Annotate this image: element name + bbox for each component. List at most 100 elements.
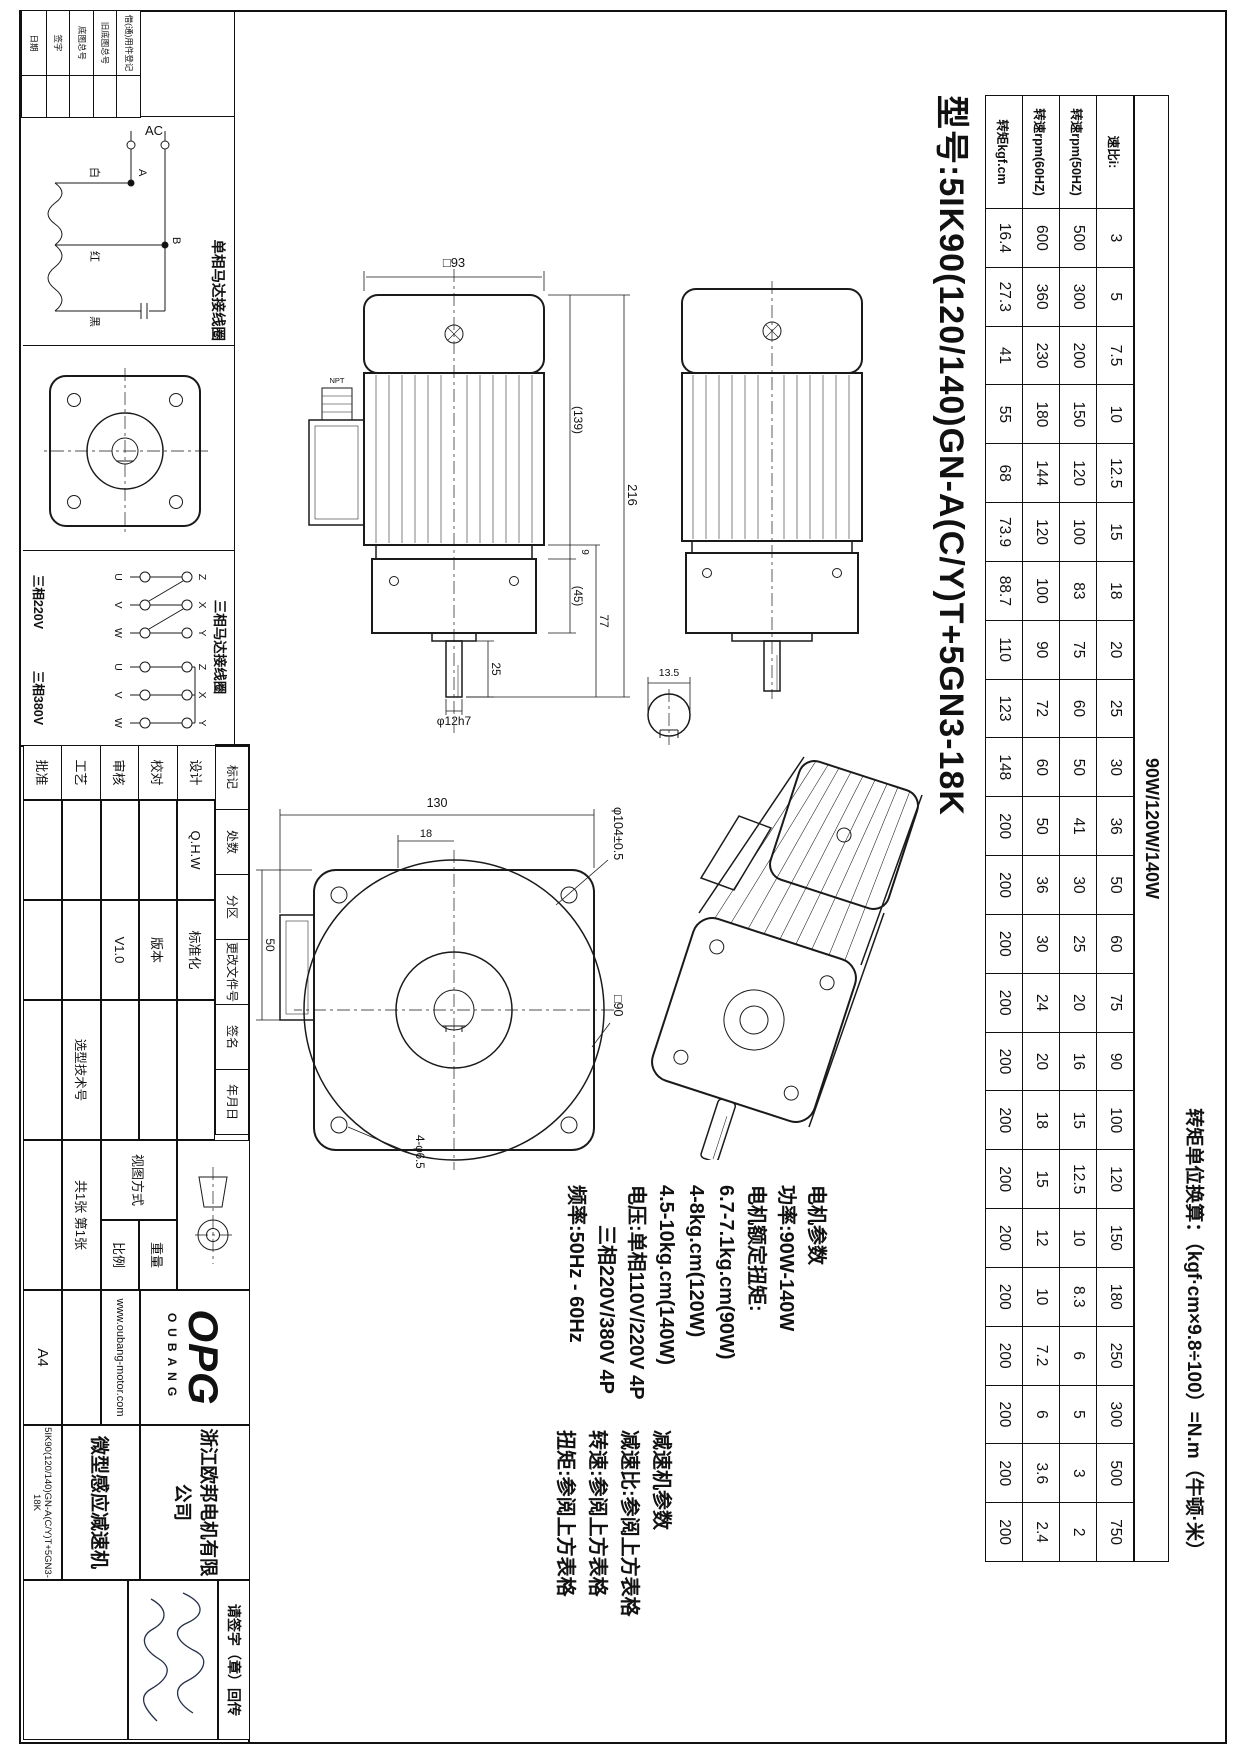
cooling-fins xyxy=(692,375,850,539)
three-phase-diagram: Z X Y U V W Z X Y U V W xyxy=(112,571,208,729)
spec-value-cell: 180 xyxy=(1097,1267,1134,1327)
spec-value-cell: 24 xyxy=(1023,973,1060,1033)
margin-row-value xyxy=(92,76,117,117)
spec-value-cell: 36 xyxy=(1097,797,1134,857)
projection-symbol-cell xyxy=(177,1140,250,1290)
band-divider xyxy=(23,550,235,551)
spec-value-cell: 10 xyxy=(1097,385,1134,445)
spec-value-cell: 200 xyxy=(986,856,1023,915)
param-line: 减速比:参阅上方表格 xyxy=(618,1430,640,1617)
output-shaft xyxy=(445,640,463,698)
revision-header-cell: 处数 xyxy=(215,809,250,875)
terminal-a-label: A xyxy=(136,169,148,177)
svg-text:W: W xyxy=(112,718,124,728)
spec-value-cell: 200 xyxy=(986,1444,1023,1504)
ac-source-label: AC xyxy=(145,125,163,138)
spec-value-cell: 750 xyxy=(1097,1503,1134,1562)
dim-gap: 9 xyxy=(579,549,590,555)
spec-value-cell: 27.3 xyxy=(986,267,1023,327)
scale-cell: 比例 xyxy=(101,1220,139,1290)
first-angle-projection-icon xyxy=(194,1166,233,1264)
svg-text:U: U xyxy=(112,573,124,581)
margin-row: 底图总号 xyxy=(69,11,93,117)
margin-row: 签字 xyxy=(45,11,70,117)
dim-gear-len: (45) xyxy=(571,586,583,607)
weight-cell: 重量 xyxy=(139,1220,177,1290)
param-line: 电机额定扭矩: xyxy=(745,1185,767,1312)
margin-row: 借(通)用件登记 xyxy=(116,11,140,117)
empty-cell xyxy=(62,900,101,1000)
winding-coil xyxy=(47,244,63,312)
param-line: 频率:50Hz - 60Hz xyxy=(565,1185,587,1343)
spec-row-label: 转矩kgf.cm xyxy=(986,96,1023,209)
shaft-bore xyxy=(111,437,139,465)
view-side xyxy=(681,281,863,699)
company-logo: OPG OUBANG xyxy=(140,1290,250,1425)
cooling-fins xyxy=(714,760,911,961)
spec-value-cell: 150 xyxy=(1060,385,1097,445)
dim-holes: 4-φ6.5 xyxy=(413,1135,425,1169)
pilot-circle xyxy=(303,859,605,1161)
revision-header-cell: 分区 xyxy=(215,874,250,940)
sheet-count-cell: 共1张 第1张 xyxy=(62,1140,101,1290)
spec-value-cell: 15 xyxy=(1023,1150,1060,1210)
dim-total: 216 xyxy=(625,484,640,506)
spec-row-label: 转速rpm(50HZ) xyxy=(1060,96,1097,209)
spec-value-cell: 18 xyxy=(1023,1091,1060,1151)
param-line: 电机参数 xyxy=(805,1185,827,1265)
spec-value-cell: 3.6 xyxy=(1023,1444,1060,1504)
label-380v: 三相380V xyxy=(31,670,45,726)
dim-pilot: φ104±0.5 xyxy=(611,807,625,860)
dimension-labels: 130 18 50 φ104±0.5 □90 4-φ6.5 xyxy=(263,796,625,1169)
param-line: 4.5-10kg.cm(140W) xyxy=(655,1185,677,1366)
logo-subtext: OUBANG xyxy=(165,1312,179,1403)
spec-value-cell: 50 xyxy=(1060,738,1097,798)
dim-shaft-len: 25 xyxy=(489,662,503,676)
margin-row-label: 借(通)用件登记 xyxy=(116,11,140,76)
spec-value-cell: 300 xyxy=(1060,267,1097,327)
revision-header-cell: 标记 xyxy=(215,744,250,810)
circuit-lines xyxy=(47,131,170,319)
designer-cell: Q.H.W xyxy=(177,800,215,900)
group-380v xyxy=(130,661,196,729)
dim-key-offset: 18 xyxy=(420,828,432,840)
terminal-box xyxy=(699,815,773,891)
spec-value-cell: 72 xyxy=(1023,679,1060,739)
version-label-cell: 版本 xyxy=(139,900,177,1000)
dimension-lines xyxy=(256,809,611,1154)
empty-cell xyxy=(23,1000,62,1140)
group-220v xyxy=(130,571,193,639)
spec-value-cell: 200 xyxy=(986,1032,1023,1092)
empty-cell xyxy=(62,1290,101,1425)
spec-value-cell: 10 xyxy=(1060,1209,1097,1268)
empty-cell xyxy=(101,800,139,900)
role-cell: 批准 xyxy=(22,745,63,800)
spec-value-cell: 200 xyxy=(986,1385,1023,1445)
spec-value-cell: 25 xyxy=(1060,914,1097,974)
empty-cell xyxy=(177,1000,215,1140)
spec-value-cell: 7.5 xyxy=(1097,326,1134,386)
dim-square: □93 xyxy=(443,255,465,270)
handwriting-icon xyxy=(142,1592,205,1722)
view-isometric xyxy=(651,756,923,1160)
company-name-line: 浙江欧邦电机有限 xyxy=(198,1428,219,1577)
single-phase-diagram: AC A B 白 红 黑 xyxy=(47,125,182,327)
view-face: 130 18 50 φ104±0.5 □90 4-φ6.5 xyxy=(256,796,625,1170)
spec-value-cell: 148 xyxy=(986,738,1023,798)
spec-value-cell: 8.3 xyxy=(1060,1267,1097,1327)
logo-text: OPG xyxy=(180,1309,227,1406)
handwritten-note xyxy=(128,1580,218,1740)
company-name: 浙江欧邦电机有限 公司 xyxy=(140,1425,250,1580)
margin-row-value xyxy=(22,76,46,117)
spec-row-label: 速比i: xyxy=(1097,96,1134,209)
spec-value-cell: 50 xyxy=(1023,797,1060,857)
winding-coil xyxy=(47,182,63,246)
empty-cell xyxy=(139,1000,177,1140)
spec-value-cell: 75 xyxy=(1097,973,1134,1033)
reducer-params: 减速机参数减速比:参阅上方表格转速:参阅上方表格扭矩:参阅上方表格 xyxy=(549,1430,773,1617)
spec-value-cell: 36 xyxy=(1023,856,1060,915)
spec-value-cell: 60 xyxy=(1097,914,1134,974)
